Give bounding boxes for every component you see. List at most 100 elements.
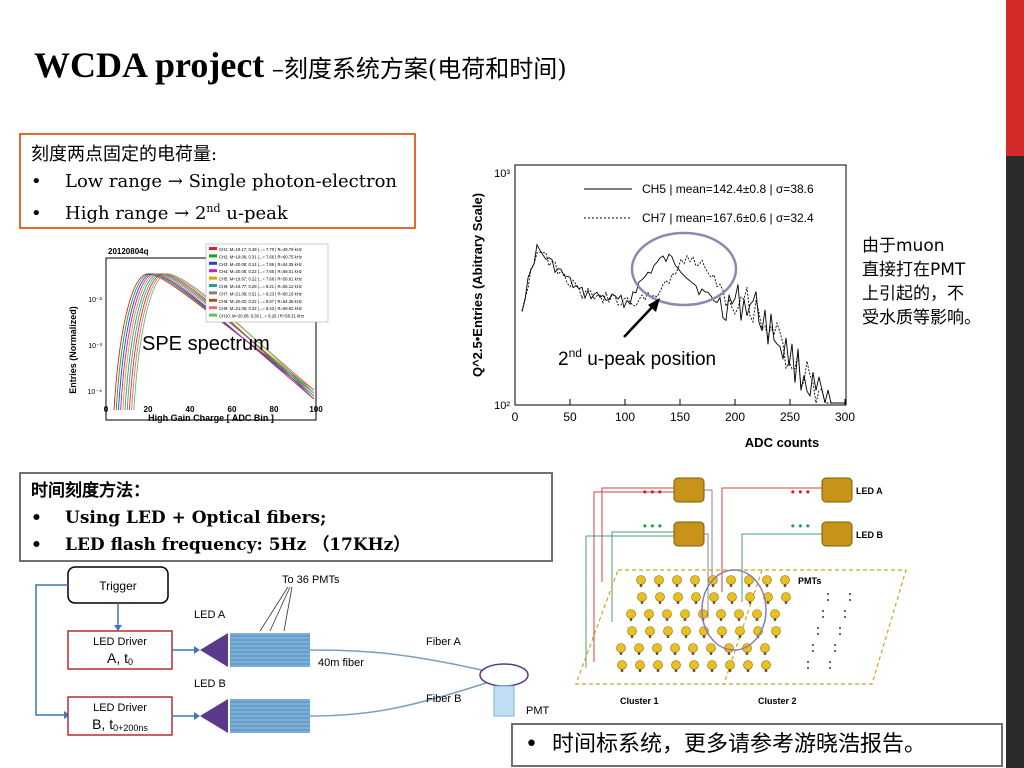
spe-x-tick: 20 — [144, 405, 153, 414]
pmt-icon — [745, 592, 755, 602]
pmt-icon — [672, 575, 682, 585]
spe-legend-swatch — [209, 261, 217, 265]
spe-legend-swatch — [209, 313, 217, 317]
timing-diagram: Trigger LED Driver A, t0 LED Driver B, t… — [35, 566, 550, 736]
charge-calibration-box: 刻度两点固定的电荷量: • Low range → Single photon-… — [19, 133, 416, 229]
placeholder-dot — [812, 650, 814, 652]
adc-x-tick: 50 — [563, 410, 577, 424]
pmt-icon — [760, 643, 770, 653]
fiber-wire — [593, 491, 674, 662]
placeholder-dot — [807, 667, 809, 669]
pmt-icon — [688, 643, 698, 653]
pmt-layout-diagram: • • • • • • • • • • • • LED A LED B PMTs… — [575, 477, 907, 706]
fiber-wire — [741, 533, 822, 602]
adc-curve-ch5 — [521, 243, 846, 404]
charge-item-high: • High range → 2nd u-peak — [31, 202, 288, 224]
adc-x-tick: 250 — [780, 410, 800, 424]
pmt-label: PMT — [526, 705, 550, 717]
led-b-icon — [200, 699, 228, 733]
adc-x-tick: 0 — [512, 410, 519, 424]
pmt-icon — [770, 609, 780, 619]
charge-box-heading: 刻度两点固定的电荷量: — [31, 144, 218, 165]
spe-legend-entry: CH8: M=20.02; 0.22 |...= 8.07 | R=54.38 … — [219, 299, 302, 304]
spe-x-tick: 40 — [186, 405, 195, 414]
pmt-icon — [637, 592, 647, 602]
driver-b-value: B, t0+200ns — [92, 716, 148, 733]
placeholder-dot — [822, 616, 824, 618]
arrow-right-icon — [64, 711, 70, 719]
adc-x-tick: 100 — [615, 410, 635, 424]
pmt-icon — [662, 609, 672, 619]
bottom-note-box: •时间标系统，更多请参考游晓浩报告。 — [511, 723, 1003, 767]
pmt-icon — [670, 643, 680, 653]
pmt-icon — [691, 592, 701, 602]
peak-highlight-ellipse — [630, 231, 738, 307]
pmt-icon — [735, 626, 745, 636]
fiber-wire — [585, 535, 674, 668]
pmt-icon — [762, 575, 772, 585]
spe-x-tick: 100 — [309, 405, 323, 414]
placeholder-dot — [817, 633, 819, 635]
pool-outline — [575, 569, 907, 685]
trigger-label: Trigger — [99, 579, 137, 593]
pmt-icon — [707, 660, 717, 670]
led-driver-a-box — [67, 630, 173, 670]
fiber-wire — [611, 531, 674, 622]
adc-x-tick: 150 — [670, 410, 690, 424]
led-a-unit — [673, 477, 853, 503]
arrow-right-icon: → — [167, 171, 183, 192]
spe-legend-swatch — [209, 247, 217, 250]
spe-legend-entry: CH5: M=19.67; 0.22 |...= 7.66 | R=56.61 … — [219, 277, 302, 282]
spe-spectrum-plot: 20120804q Entries (Normalized) 10⁻² 10⁻³… — [68, 243, 329, 423]
page-title: WCDA project –刻度系统方案(电荷和时间) — [34, 44, 567, 86]
spe-legend-swatch — [209, 298, 217, 302]
placeholder-dot — [829, 667, 831, 669]
spe-legend-swatch — [209, 269, 217, 273]
time-item: •LED flash frequency: 5Hz （17KHz） — [31, 535, 411, 555]
pmt-icon — [781, 592, 791, 602]
pmt-icon — [616, 643, 626, 653]
time-box-heading: 时间刻度方法： — [31, 481, 150, 501]
spe-legend-entry: CH3: M=20.08; 0.14 |...= 7.86 | R=54.35 … — [219, 262, 302, 267]
fiber-a-label: Fiber A — [426, 636, 462, 648]
svg-text:• • •: • • • — [791, 485, 810, 499]
placeholder-dot — [834, 644, 836, 646]
spe-y-tick: 10⁻³ — [88, 343, 102, 350]
driver-a-label: LED Driver — [93, 636, 147, 648]
spe-legend-entry: CH7: M=21.08; 0.51 |...= 8.23 | R=60.16 … — [219, 291, 302, 296]
spe-curve — [133, 273, 315, 411]
spe-legend-entry: CH9: M=21.08; 0.22 |...= 8.43 | R=68.82 … — [219, 306, 302, 311]
green-dots: • • • — [643, 519, 662, 533]
spe-legend-entry: CH4: M=20.08; 0.22 |...= 7.65 | R=58.01 … — [219, 269, 302, 274]
spe-x-tick: 80 — [270, 405, 279, 414]
pmt-icon — [680, 609, 690, 619]
cluster2-label: Cluster 2 — [758, 696, 797, 706]
pmt-icon — [663, 626, 673, 636]
run-label: 20120804q — [108, 247, 149, 256]
pmt-icon — [761, 660, 771, 670]
charge-item-low: • Low range → Single photon-electron — [31, 171, 398, 192]
cluster-highlight-ellipse — [701, 569, 767, 651]
pmt-icon — [645, 626, 655, 636]
placeholder-dot — [822, 610, 824, 612]
title-main: WCDA project — [34, 45, 265, 85]
pmt-icon — [725, 660, 735, 670]
placeholder-dot — [812, 644, 814, 646]
pmt-icon — [717, 626, 727, 636]
driver-b-label: LED Driver — [93, 702, 147, 714]
pmt-icon — [771, 626, 781, 636]
pmt-icon — [644, 609, 654, 619]
layout-led-b-label: LED B — [856, 530, 884, 540]
fiber-wire — [601, 487, 674, 582]
arrow-down-icon — [114, 625, 122, 631]
led-b-label: LED B — [194, 678, 226, 690]
placeholder-dot — [839, 633, 841, 635]
pmt-icon — [726, 575, 736, 585]
adc-curve-ch7 — [521, 251, 846, 404]
fiber-wire — [721, 487, 822, 592]
pmt-icon — [727, 592, 737, 602]
spe-legend-swatch — [209, 254, 217, 258]
led-a-label: LED A — [194, 609, 226, 621]
spe-legend-entry: CH1: M=19.17; 0.49 |...= 7.70 | R=49.79 … — [219, 247, 302, 252]
pmt-icon — [780, 575, 790, 585]
